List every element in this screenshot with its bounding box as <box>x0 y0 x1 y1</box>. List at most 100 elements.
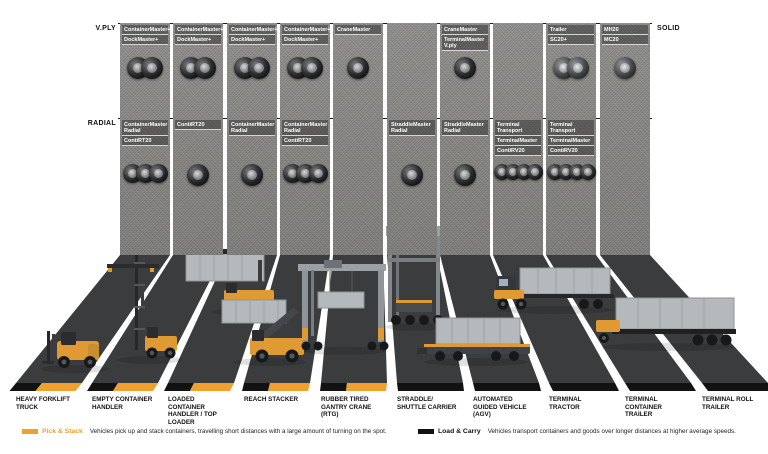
product-label: StraddleMaster Radial <box>442 120 488 136</box>
product-label: Terminal Transport <box>495 120 541 136</box>
bar-black <box>473 383 541 391</box>
product-label: ContainerMaster+ <box>122 25 171 35</box>
product-label: ContiRT20 <box>122 136 168 146</box>
tire-icons <box>600 57 650 79</box>
vehicle-label-heavy-forklift-truck: HEAVY FORKLIFT TRUCK <box>16 396 70 411</box>
product-label: Trailer <box>548 25 594 35</box>
vehicle-terminal-container-trailer <box>596 297 736 346</box>
road-empty-container-handler <box>92 255 223 383</box>
tire-icons <box>280 164 330 183</box>
vehicle-empty-container-handler <box>107 252 177 359</box>
tire-icons <box>387 164 437 186</box>
row-label-vply: V.PLY <box>95 25 116 32</box>
tire-icons <box>546 164 596 180</box>
product-label: DockMaster+ <box>282 35 328 45</box>
pneumatic-tire-icon <box>308 164 328 183</box>
bar-black <box>9 383 42 391</box>
product-label: TerminalMaster <box>495 136 541 146</box>
product-label: DockMaster+ <box>229 35 275 45</box>
product-label: ContiRT20 <box>282 136 328 146</box>
load-and-carry-swatch <box>418 429 434 434</box>
tire-icons <box>440 57 490 79</box>
pneumatic-tire-icon <box>526 164 543 180</box>
radial-cell: Terminal Transport TerminalMaster ContiR… <box>493 120 543 180</box>
vehicle-heavy-forklift-truck <box>42 331 99 368</box>
vply-cell: ContainerMaster+ DockMaster+ <box>120 25 171 79</box>
vehicle-label-reach-stacker: REACH STACKER <box>244 396 299 403</box>
vply-cell: MH20 MC20 <box>600 25 650 79</box>
bar-black <box>625 383 696 391</box>
solid-tire-icon <box>614 57 636 79</box>
product-label: ContainerMaster+ <box>229 25 278 35</box>
pneumatic-tire-icon <box>454 164 476 186</box>
bar-black <box>549 383 619 391</box>
product-label: DockMaster+ <box>175 35 221 45</box>
pneumatic-tire-icon <box>248 57 270 79</box>
tire-icons <box>120 57 170 79</box>
vehicle-label-terminal-roll-trailer: TERMINAL ROLL TRAILER <box>702 396 754 411</box>
pneumatic-tire-icon <box>194 57 216 79</box>
pneumatic-tire-icon <box>187 164 209 186</box>
radial-cell: ContiRT20 <box>173 120 223 186</box>
bar-black <box>242 383 270 391</box>
bar-black <box>702 383 768 391</box>
product-label: ContainerMaster Radial <box>122 120 168 136</box>
row-label-solid: SOLID <box>657 25 680 32</box>
pick-and-stack-description: Vehicles pick up and stack containers, t… <box>89 428 387 435</box>
radial-cell: Terminal Transport TerminalMaster ContiR… <box>546 120 596 180</box>
tire-icons <box>546 57 596 79</box>
tire-column-terminal-container-trailer: Trailer SC20+ Terminal Transport Termina… <box>546 23 596 255</box>
product-label: ContiRV20 <box>548 146 594 156</box>
product-label: ContiRT20 <box>175 120 221 130</box>
vehicle-terminal-tractor <box>494 267 614 310</box>
product-label: CraneMaster <box>442 25 488 35</box>
tire-icons <box>333 57 383 79</box>
product-label: MH20 <box>602 25 648 35</box>
tire-icons <box>227 164 277 186</box>
product-label: Terminal Transport <box>548 120 594 136</box>
radial-cell: ContainerMaster Radial <box>227 120 277 186</box>
product-label: ContainerMaster Radial <box>282 120 328 136</box>
pneumatic-tire-icon <box>148 164 168 183</box>
vply-cell: ContainerMaster+ DockMaster+ <box>173 25 224 79</box>
bar-black <box>397 383 464 391</box>
tire-column-terminal-roll-trailer: MH20 MC20 <box>600 23 650 255</box>
vply-cell: ContainerMaster+ DockMaster+ <box>227 25 278 79</box>
tire-icons <box>493 164 543 180</box>
bar-black <box>164 383 194 391</box>
vehicle-label-loaded-container-handler: LOADED CONTAINER HANDLER / TOP LOADER <box>168 396 217 426</box>
tire-column-rtg: CraneMaster <box>333 23 383 255</box>
bar-black <box>87 383 118 391</box>
product-label: ContainerMaster+ <box>282 25 331 35</box>
product-label: TerminalMaster <box>548 136 594 146</box>
solid-tire-icon <box>567 57 589 79</box>
bar-orange <box>35 383 82 391</box>
product-label: ContiRV20 <box>495 146 541 156</box>
pneumatic-tire-icon <box>141 57 163 79</box>
vply-cell: Trailer SC20+ <box>546 25 596 79</box>
pick-and-stack-swatch <box>22 429 38 434</box>
pneumatic-tire-icon <box>454 57 476 79</box>
radial-row-rule <box>118 118 652 119</box>
bar-black <box>320 383 347 391</box>
bar-orange <box>346 383 387 391</box>
row-label-radial: RADIAL <box>87 120 116 127</box>
vply-row-rule <box>118 23 652 24</box>
vehicle-label-empty-container-handler: EMPTY CONTAINER HANDLER <box>92 396 153 411</box>
product-label: SC20+ <box>548 35 594 45</box>
vehicle-rtg-crane <box>298 260 389 351</box>
load-and-carry-label: Load & Carry <box>438 428 481 435</box>
legend-pick-and-stack: Pick & Stack Vehicles pick up and stack … <box>22 428 387 435</box>
radial-cell: ContainerMaster Radial ContiRT20 <box>120 120 170 183</box>
tire-column-loaded-container-handler: ContainerMaster+ DockMaster+ ContainerMa… <box>227 23 278 255</box>
tire-column-straddle-carrier: StraddleMaster Radial <box>387 23 437 255</box>
bar-orange <box>268 383 310 391</box>
vehicle-label-terminal-tractor: TERMINAL TRACTOR <box>549 396 582 411</box>
vehicle-label-terminal-container-trailer: TERMINAL CONTAINER TRAILER <box>625 396 662 418</box>
pneumatic-tire-icon <box>401 164 423 186</box>
product-label: TerminalMaster V.ply <box>442 35 488 51</box>
radial-cell: StraddleMaster Radial <box>387 120 437 186</box>
product-label: StraddleMaster Radial <box>389 120 435 136</box>
product-label: DockMaster+ <box>122 35 168 45</box>
